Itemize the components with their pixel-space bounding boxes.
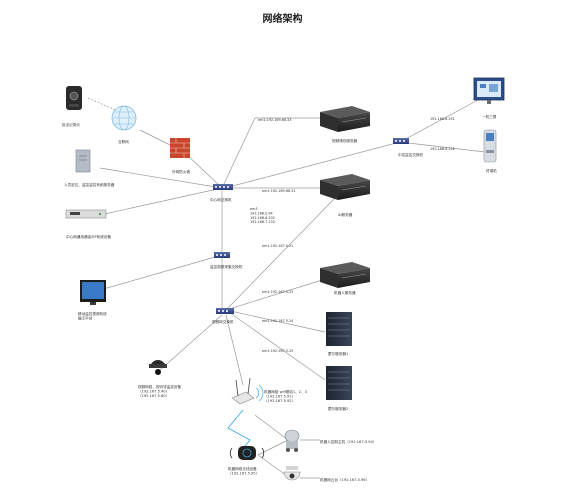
wireless-link (227, 409, 251, 453)
edge-label-s1: em1:192.167.5.24 (262, 319, 293, 323)
edge-label-ai: em1:192.169.66.31 (262, 189, 296, 193)
firewall-icon (170, 138, 190, 158)
ptz-camera-icon (283, 466, 301, 481)
label-recorder: 执法记录仪 (62, 122, 80, 127)
kiosk-switch-icon (393, 138, 409, 144)
robot-icon (284, 429, 300, 452)
ai-server-icon (320, 174, 370, 200)
recorder-icon (66, 86, 82, 110)
label-robot-server: 机器人服务器 (334, 290, 356, 295)
edge-label-kiosk2: 192.168.6.252 (430, 147, 455, 151)
link-recorder-internet (87, 97, 121, 113)
wireless-ap-icon (231, 377, 264, 405)
link-ai-video (225, 197, 336, 311)
internet-globe-icon (111, 105, 137, 131)
robot-server-icon (320, 262, 370, 288)
terminal-kiosk-icon (483, 129, 497, 163)
edge-label-robot: em1:192.167.5.23 (262, 290, 293, 294)
link-core-sip (99, 187, 223, 216)
link-kiosk-terminal (399, 141, 486, 153)
link-video-robot (225, 279, 323, 311)
edge-label-video: em1:192.167.5.21 (262, 244, 293, 248)
core-switch-icon (213, 184, 233, 190)
label-manage-server: 人员定位、监控监控系统服务器 (64, 182, 115, 187)
dome-camera-icon (149, 360, 167, 375)
monitor-switch-icon (214, 252, 230, 258)
edge-label-storage: em1:192.169.66.33 (258, 118, 292, 122)
label-terminal: 终端机 (486, 168, 497, 173)
link-core-kiosk-switch (224, 141, 401, 189)
label-server1: 霍尔服务器1 (328, 351, 348, 356)
label-firewall: 外网防火墙 (172, 169, 190, 174)
link-ap-robot (254, 414, 289, 441)
label-ap: 机器网络 wifi基站1、2、3（192.167.5.91）（192.167.5… (264, 389, 307, 403)
label-core-switch: 中心网交换机 (210, 197, 232, 202)
label-storage-server: 视频储存服务器 (332, 138, 358, 143)
label-screen: 一机三屏 (482, 114, 497, 119)
label-ai-server: AI服务器 (338, 212, 353, 217)
link-core-firewall (183, 151, 223, 189)
sip-device-icon (65, 209, 107, 219)
label-ptz-camera: 机器网云台（192.167.5.96） (320, 477, 369, 482)
edge-label-kiosk1: 192.168.6.251 (430, 117, 455, 121)
links (87, 97, 486, 479)
label-internet: 互联网 (118, 139, 129, 144)
link-video-ap (225, 314, 244, 386)
edge-label-s2: em1:192.167.5.25 (262, 349, 293, 353)
storage-server-icon (320, 106, 370, 132)
label-robot: 机器人控制主机（192.167.5.94） (320, 439, 376, 444)
manage-server-icon (75, 149, 91, 173)
rack-server-2-icon (326, 366, 352, 400)
three-screen-monitor-icon (473, 77, 505, 104)
label-rfid: 机器网络无线设备（192.167.5.95） (228, 466, 259, 475)
link-monitor-display (99, 254, 223, 291)
link-video-s2 (225, 309, 326, 381)
display-platform-monitor-icon (80, 280, 106, 305)
link-core-manage (99, 167, 223, 189)
link-video-dome (159, 314, 223, 371)
label-display-platform: 移动监控视频系统展示平台 (78, 311, 107, 320)
link-core-storage (221, 117, 256, 189)
link-rfid-robot (257, 439, 289, 456)
label-dome-camera: 视频网络、视讯流监控设备（192.167.5.40）（192.167.5.60） (138, 384, 182, 398)
label-monitor-switch: 监控视频采集交换机 (210, 264, 243, 269)
label-server2: 霍尔服务器2 (328, 406, 348, 411)
label-kiosk-switch: 中控监控交换机 (398, 152, 424, 157)
link-video-s1 (225, 309, 326, 333)
rfid-device-icon (229, 446, 265, 460)
rack-server-1-icon (326, 312, 352, 346)
label-sip-device: 中心网通用通话SIP系统设备 (66, 234, 111, 239)
label-video-switch: 视频网交换机 (212, 319, 234, 324)
diagram-title: 网络架构 (262, 14, 303, 25)
link-kiosk-screen (399, 99, 479, 143)
video-switch-icon (216, 308, 234, 314)
